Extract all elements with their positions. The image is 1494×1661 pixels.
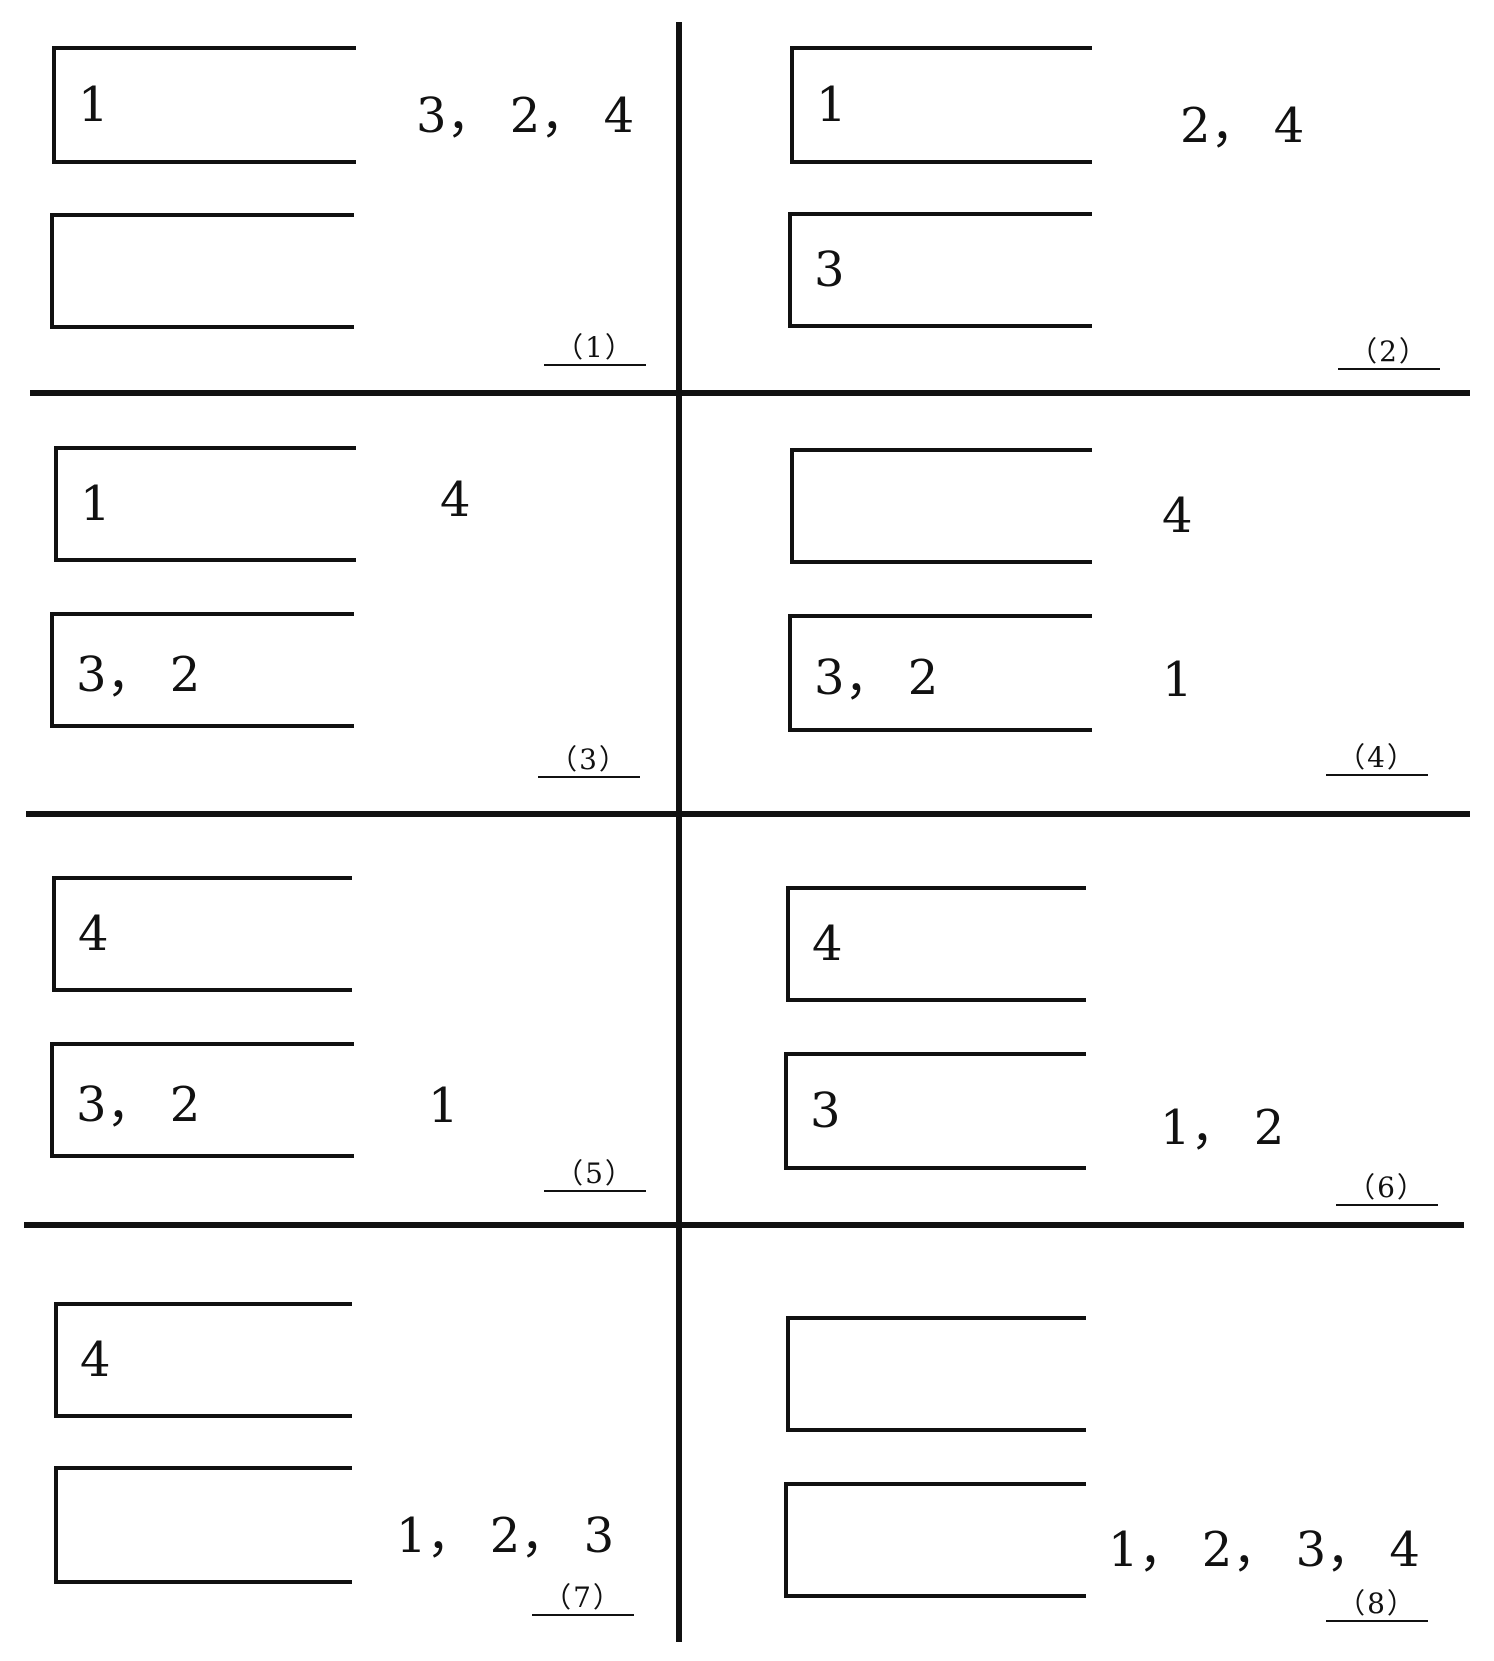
- row-divider-3: [24, 1222, 1464, 1228]
- box-bottom: 3: [788, 212, 1092, 328]
- outside-bottom-text: 1: [428, 1078, 459, 1134]
- panel-caption: （3）: [538, 746, 640, 778]
- outside-top-text: 4: [440, 472, 471, 528]
- box-bottom-text: 3: [810, 1083, 841, 1139]
- box-top: 1: [790, 46, 1092, 164]
- box-bottom: [50, 213, 354, 329]
- outside-bottom-text: 1， 2: [1160, 1100, 1285, 1156]
- outside-bottom-text: 1: [1162, 652, 1193, 708]
- box-bottom: 3， 2: [788, 614, 1092, 732]
- box-bottom: [54, 1466, 352, 1584]
- box-bottom: [784, 1482, 1086, 1598]
- box-bottom-text: 3， 2: [814, 650, 939, 706]
- panel-caption: （1）: [544, 334, 646, 366]
- outside-top-text: 4: [1162, 488, 1193, 544]
- box-top-text: 1: [816, 77, 847, 133]
- center-divider: [676, 22, 682, 1642]
- box-top: 4: [52, 876, 352, 992]
- box-top-text: 4: [78, 906, 109, 962]
- panel-caption: （6）: [1336, 1174, 1438, 1206]
- outside-top-text: 3， 2， 4: [416, 88, 635, 144]
- box-bottom-text: 3: [814, 242, 845, 298]
- outside-top-text: 2， 4: [1180, 98, 1305, 154]
- outside-bottom-text: 1， 2， 3: [396, 1508, 615, 1564]
- box-top: 4: [786, 886, 1086, 1002]
- panel-caption: （4）: [1326, 744, 1428, 776]
- box-top-text: 1: [80, 476, 111, 532]
- box-bottom: 3: [784, 1052, 1086, 1170]
- panel-caption: （8）: [1326, 1590, 1428, 1622]
- box-top: 1: [54, 446, 356, 562]
- row-divider-2: [26, 811, 1470, 817]
- box-top-text: 4: [812, 916, 843, 972]
- box-bottom: 3， 2: [50, 612, 354, 728]
- panel-caption: （2）: [1338, 338, 1440, 370]
- box-top-text: 1: [78, 77, 109, 133]
- box-top: 1: [52, 46, 356, 164]
- row-divider-1: [30, 390, 1470, 396]
- box-top: [790, 448, 1092, 564]
- box-top: 4: [54, 1302, 352, 1418]
- panel-caption: （7）: [532, 1584, 634, 1616]
- box-bottom-text: 3， 2: [76, 647, 201, 703]
- panel-caption: （5）: [544, 1160, 646, 1192]
- box-bottom: 3， 2: [50, 1042, 354, 1158]
- box-top-text: 4: [80, 1332, 111, 1388]
- outside-bottom-text: 1， 2， 3， 4: [1108, 1522, 1420, 1578]
- box-top: [786, 1316, 1086, 1432]
- box-bottom-text: 3， 2: [76, 1077, 201, 1133]
